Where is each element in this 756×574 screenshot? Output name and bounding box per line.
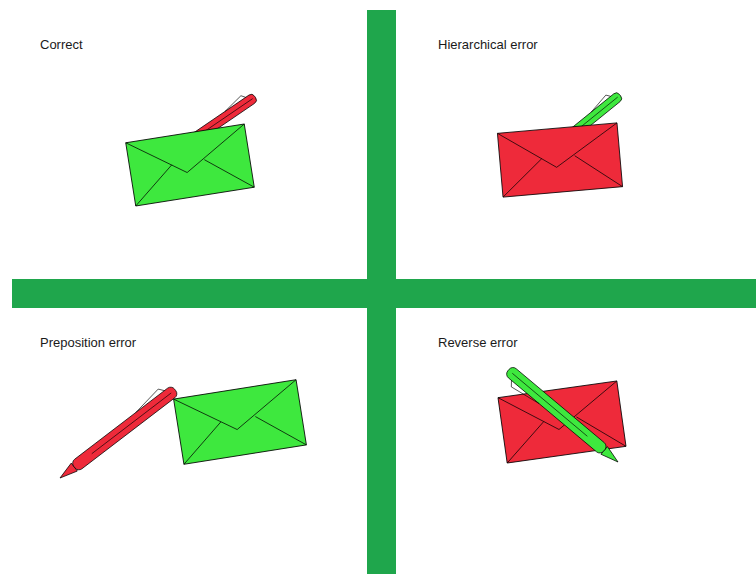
envelope <box>126 124 255 206</box>
envelope <box>497 123 622 197</box>
divider-bar <box>12 279 756 308</box>
panel-label: Correct <box>40 37 83 52</box>
pen <box>501 365 621 470</box>
panel-label: Reverse error <box>438 335 517 350</box>
pen <box>53 381 179 483</box>
panel-label: Preposition error <box>40 335 136 350</box>
envelope <box>174 380 307 465</box>
panel-label: Hierarchical error <box>438 37 538 52</box>
